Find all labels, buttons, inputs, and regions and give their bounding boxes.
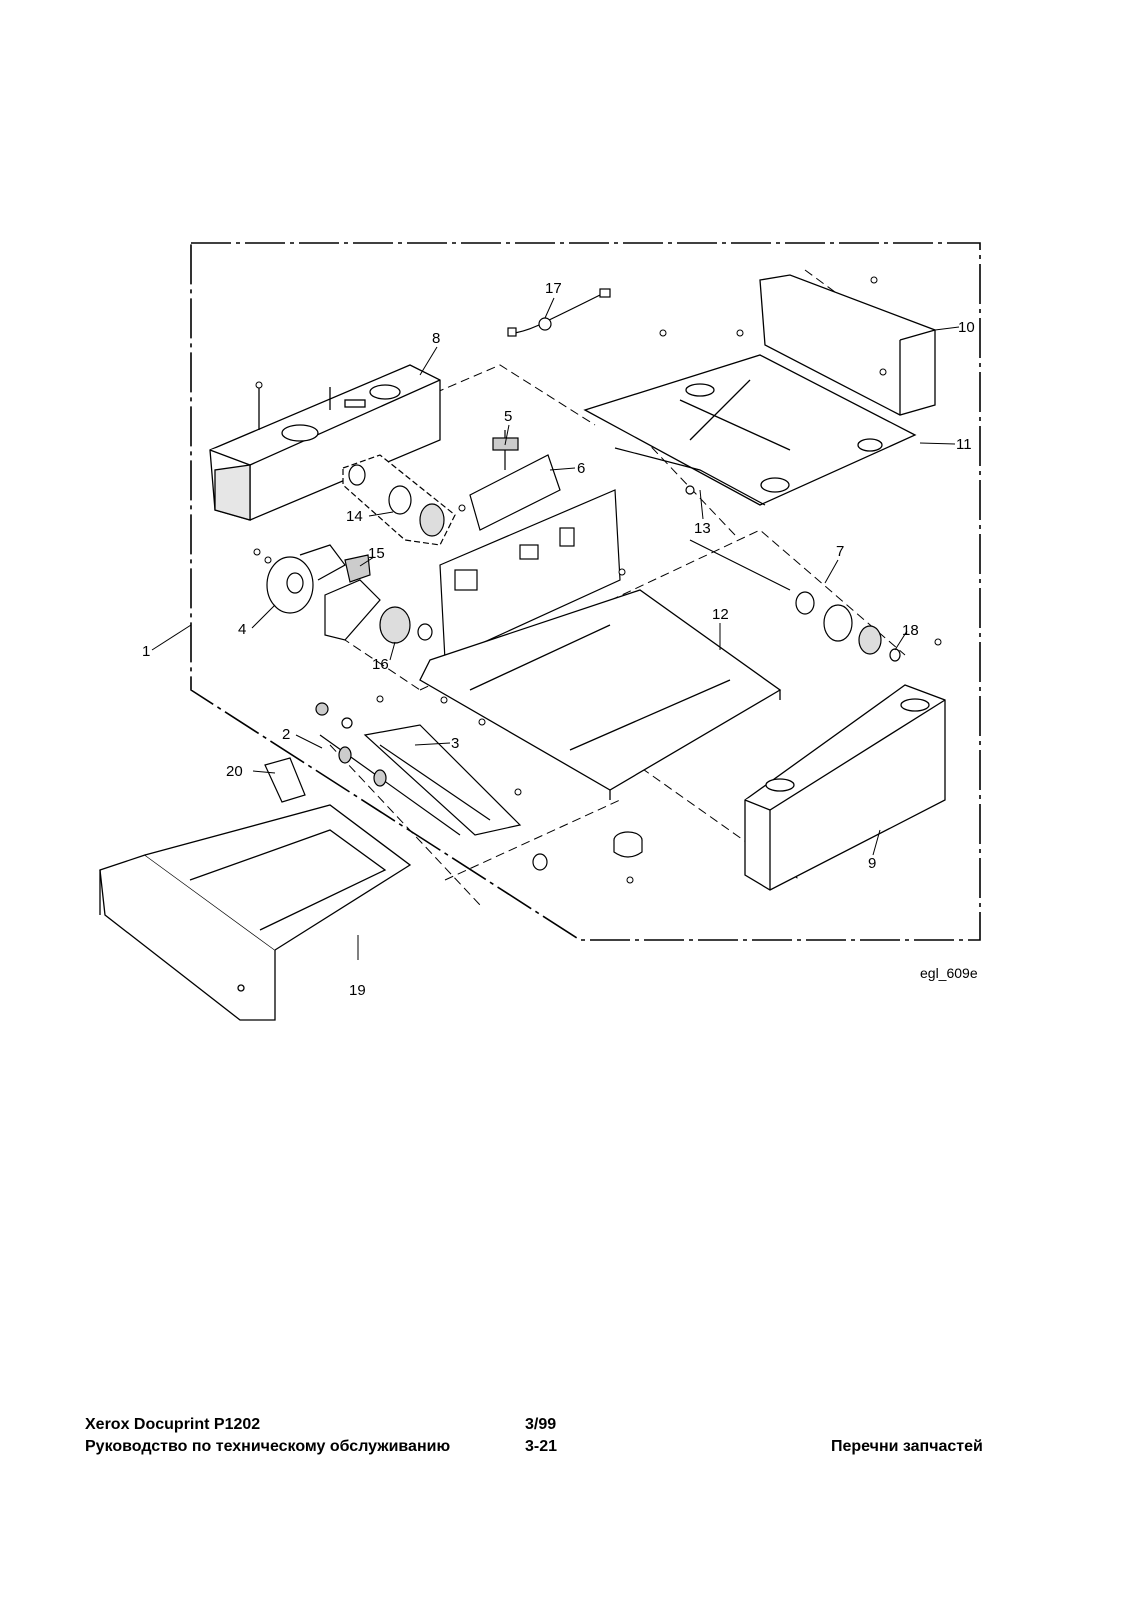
part-4-motor <box>266 544 346 614</box>
part-16-gear-plate <box>324 579 433 644</box>
part-18-gear <box>858 625 901 662</box>
callout-18: 18 <box>902 622 919 639</box>
callout-6: 6 <box>577 460 585 477</box>
part-9-right-cover <box>744 684 946 891</box>
callout-labels: 1 2 3 4 5 6 7 8 9 10 11 12 13 14 15 16 1… <box>142 280 978 999</box>
callout-8: 8 <box>432 330 440 347</box>
part-15-sensor <box>344 554 371 583</box>
callout-1: 1 <box>142 643 150 660</box>
part-7-roller-shaft <box>689 539 853 642</box>
reference-code: egl_609e <box>920 965 978 981</box>
footer-manual-title: Руководство по техническому обслуживанию <box>85 1438 451 1455</box>
callout-4: 4 <box>238 621 246 638</box>
callout-14: 14 <box>346 508 363 525</box>
part-bracket-plate <box>439 489 621 661</box>
callout-15: 15 <box>368 545 385 562</box>
callout-7: 7 <box>836 543 844 560</box>
part-2-feed-roller <box>315 702 461 836</box>
assembly-frame <box>190 242 981 941</box>
footer-product: Xerox Docuprint P1202 <box>85 1416 261 1433</box>
footer-section-title: Перечни запчастей <box>831 1438 983 1455</box>
footer-page-number: 3-21 <box>525 1438 558 1455</box>
callout-13: 13 <box>694 520 711 537</box>
part-20-clip <box>264 757 306 803</box>
part-13-shaft <box>614 447 766 506</box>
callout-16: 16 <box>372 656 389 673</box>
part-8-left-cover <box>209 364 441 521</box>
part-3-paper-guide <box>363 724 522 836</box>
callout-9: 9 <box>868 855 876 872</box>
callout-5: 5 <box>504 408 512 425</box>
part-11-top-chassis <box>583 354 917 506</box>
callout-17: 17 <box>545 280 562 297</box>
callout-3: 3 <box>451 735 459 752</box>
callout-19: 19 <box>349 982 366 999</box>
callout-10: 10 <box>958 319 975 336</box>
callout-2: 2 <box>282 726 290 743</box>
part-14-drive-gear <box>342 454 456 546</box>
part-10-rear-cover <box>759 274 936 416</box>
part-19-paper-tray <box>99 804 412 1021</box>
screws <box>253 276 942 884</box>
footer-date: 3/99 <box>525 1416 557 1433</box>
callout-20: 20 <box>226 763 243 780</box>
part-17-cable <box>507 288 611 337</box>
callout-11: 11 <box>956 436 972 453</box>
part-foot <box>532 831 643 871</box>
leader-lines <box>151 297 960 960</box>
callout-12: 12 <box>712 606 729 623</box>
part-12-base-plate <box>419 589 782 800</box>
part-6-control-board <box>469 450 561 531</box>
